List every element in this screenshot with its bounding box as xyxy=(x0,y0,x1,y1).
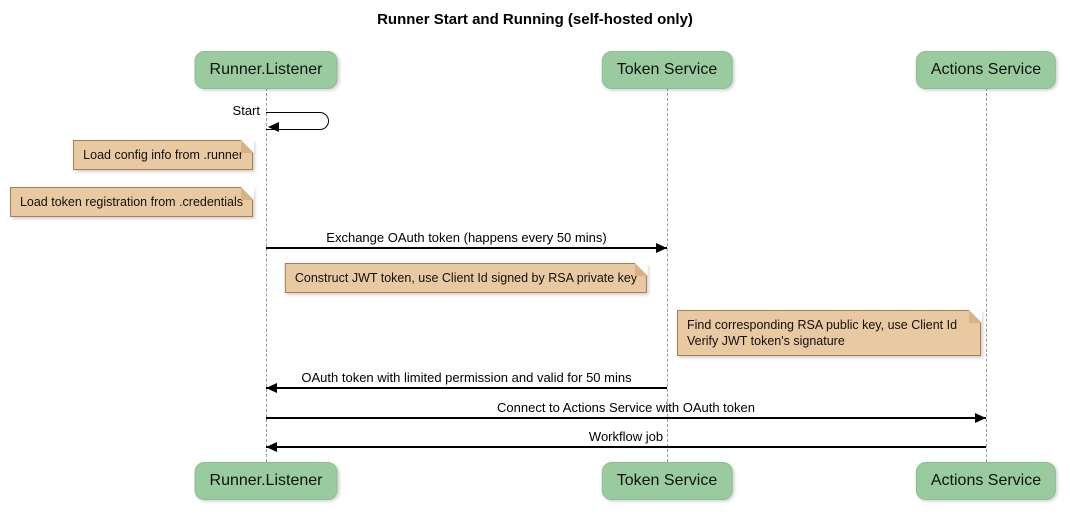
message-label-exchange-oauth: Exchange OAuth token (happens every 50 m… xyxy=(326,230,607,245)
arrowhead-left-icon xyxy=(268,122,279,132)
message-line xyxy=(266,247,667,249)
message-label-start: Start xyxy=(232,103,260,118)
diagram-title: Runner Start and Running (self-hosted on… xyxy=(377,11,693,28)
note-load-config: Load config info from .runner xyxy=(73,139,254,170)
message-line xyxy=(266,387,667,389)
participant-token-service-top: Token Service xyxy=(601,51,733,89)
message-label-connect-actions: Connect to Actions Service with OAuth to… xyxy=(497,400,755,415)
lifeline-actions-service xyxy=(986,88,987,462)
lifeline-runner-listener xyxy=(266,88,267,462)
arrowhead-right-icon xyxy=(975,413,986,423)
note-find-rsa-public-key: Find corresponding RSA public key, use C… xyxy=(677,309,982,356)
participant-runner-listener-bottom: Runner.Listener xyxy=(194,462,338,500)
message-label-oauth-token: OAuth token with limited permission and … xyxy=(301,370,632,385)
participant-actions-service-bottom: Actions Service xyxy=(915,462,1057,500)
arrowhead-left-icon xyxy=(266,442,277,452)
lifeline-token-service xyxy=(667,88,668,462)
message-line xyxy=(266,446,986,448)
participant-actions-service-top: Actions Service xyxy=(915,51,1057,89)
message-label-workflow-job: Workflow job xyxy=(588,429,664,444)
note-construct-jwt: Construct JWT token, use Client Id signe… xyxy=(284,262,648,293)
arrowhead-left-icon xyxy=(266,383,277,393)
self-message-loop-arrow xyxy=(266,112,329,130)
arrowhead-right-icon xyxy=(656,243,667,253)
participant-token-service-bottom: Token Service xyxy=(601,462,733,500)
participant-runner-listener-top: Runner.Listener xyxy=(194,51,338,89)
message-line xyxy=(266,417,986,419)
note-load-token-registration: Load token registration from .credential… xyxy=(9,186,254,217)
